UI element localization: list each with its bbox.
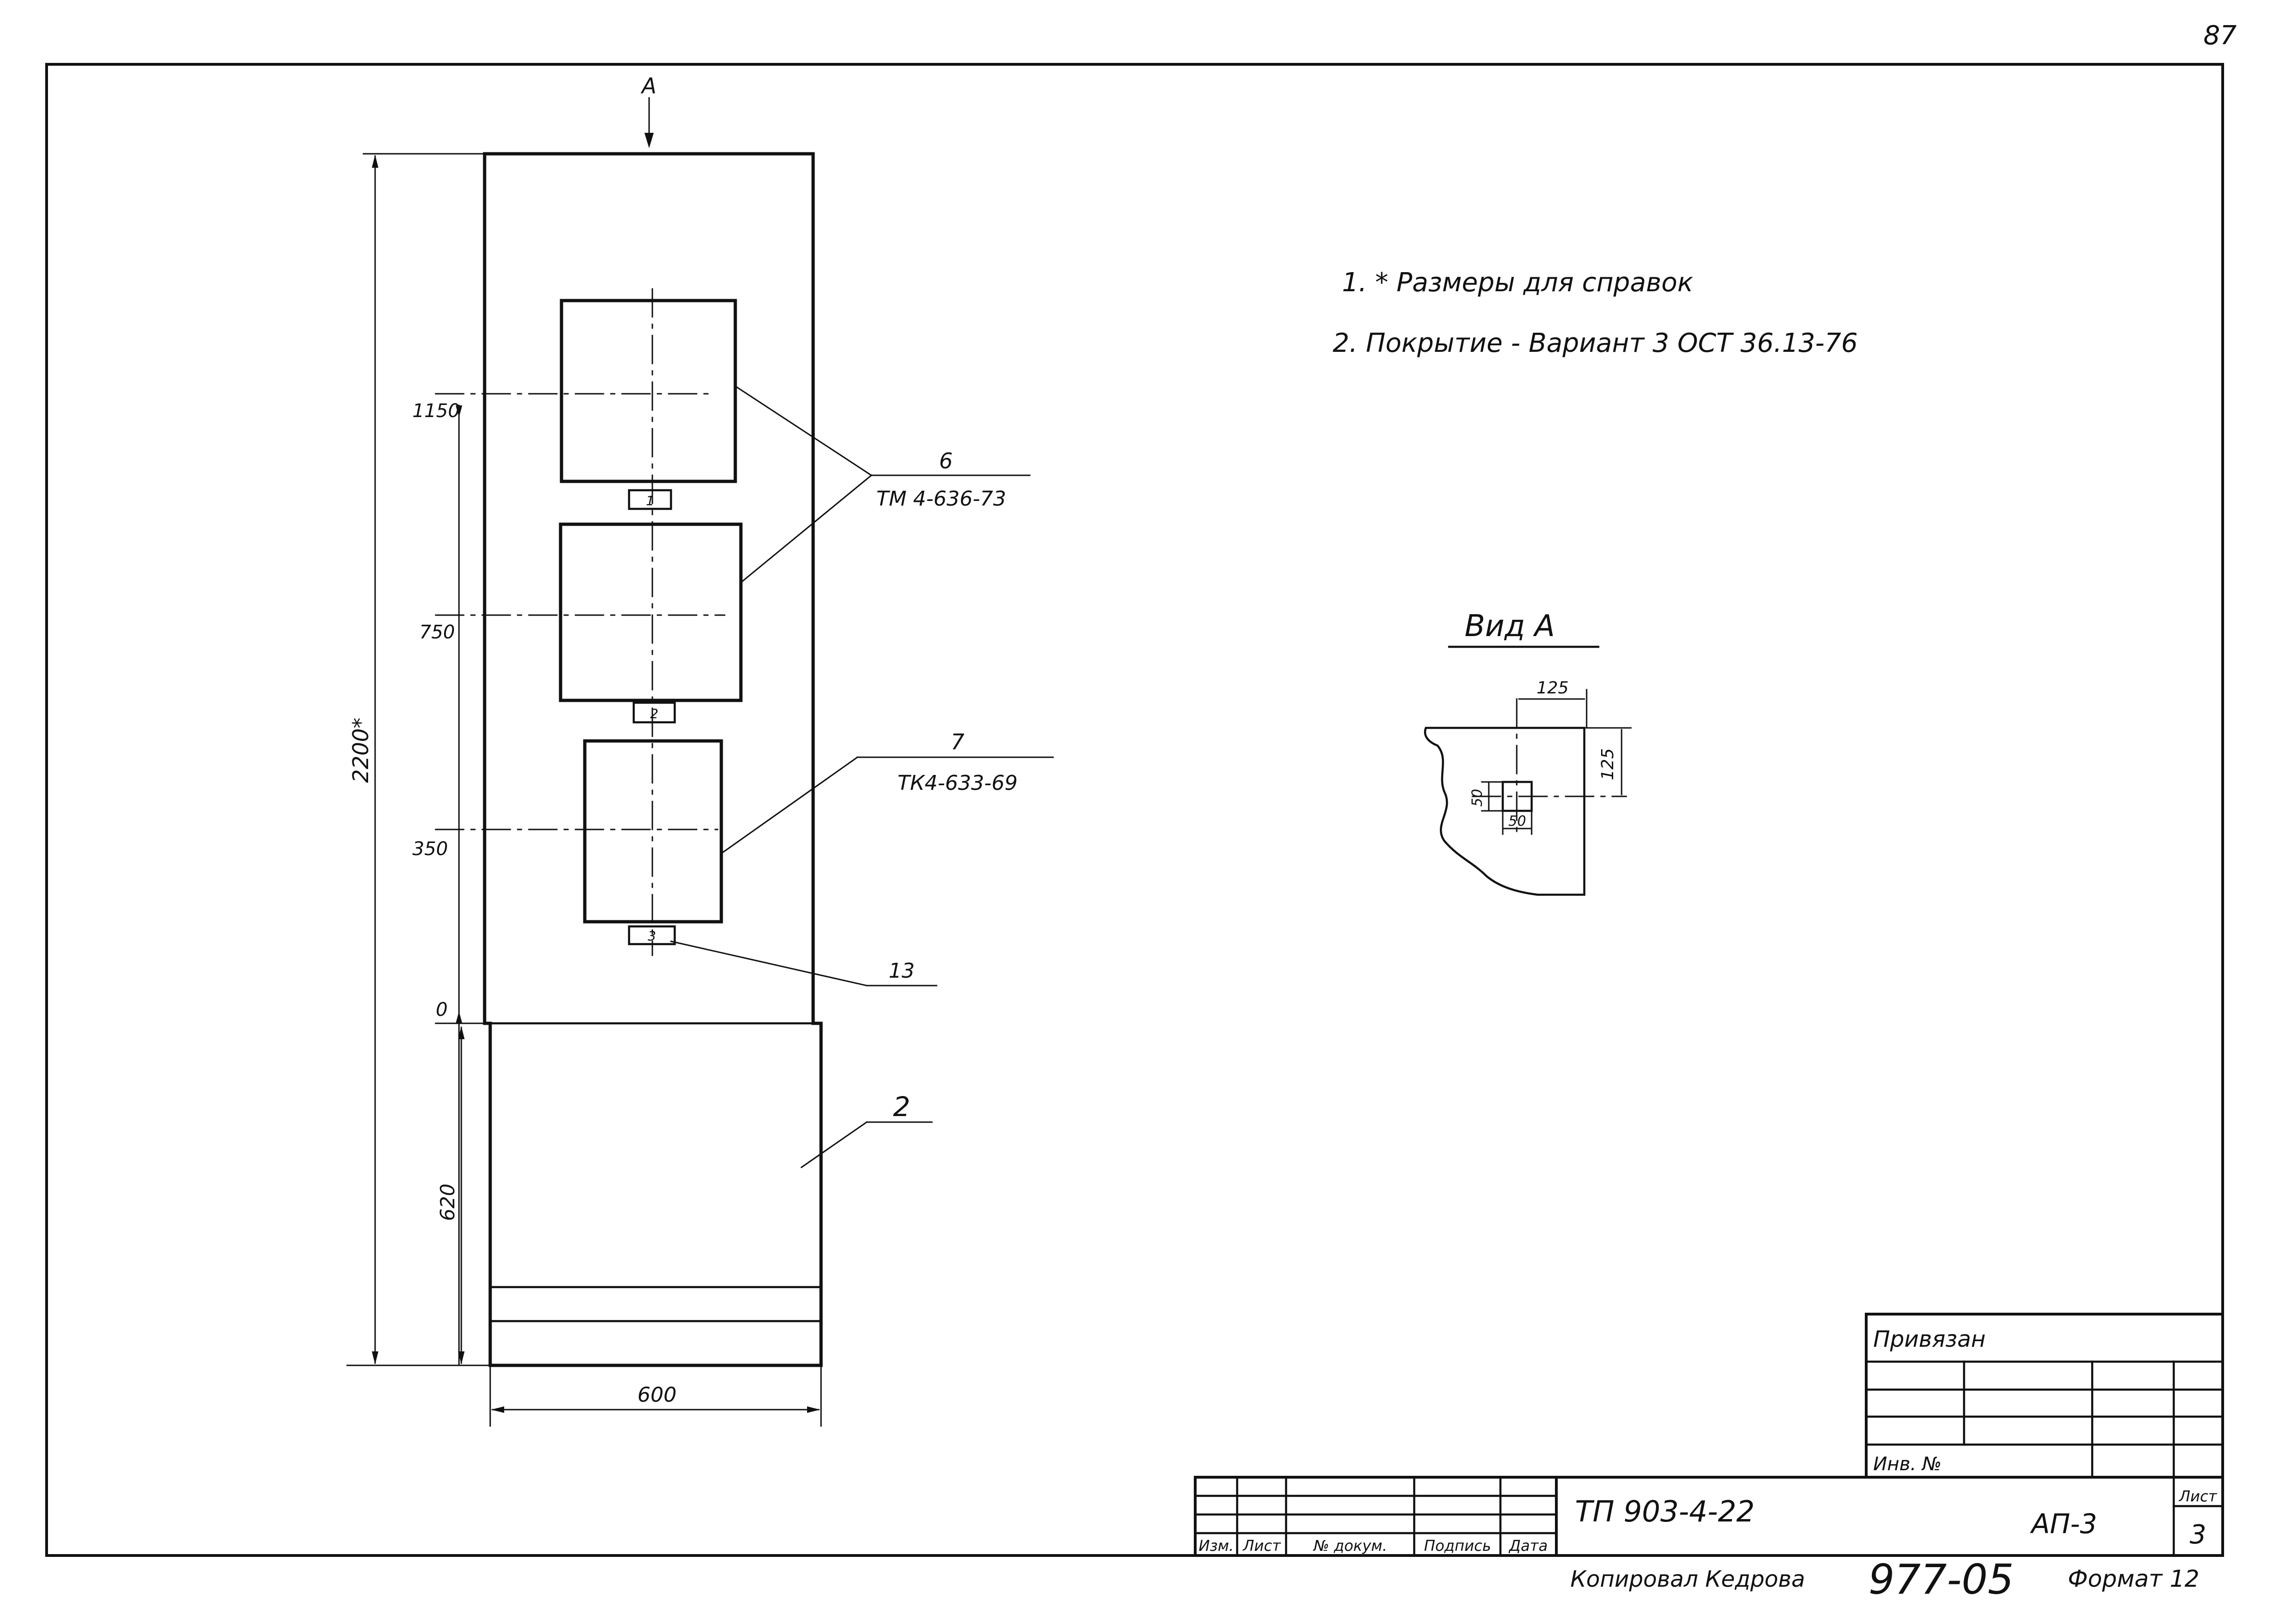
callout-7-number: 7: [951, 729, 964, 754]
sheet-label: Лист: [2178, 1487, 2217, 1505]
view-a-top-dim-label: 125: [1537, 678, 1569, 698]
inventory-label: Инв. №: [1873, 1453, 1942, 1475]
cabinet-front-view: А 1 2 3 1150 750 350 0: [346, 73, 823, 1427]
total-height-arrow-top: [372, 155, 378, 168]
leader-6-a: [735, 385, 873, 477]
notes: 1. * Размеры для справок 2. Покрытие - В…: [1333, 267, 1858, 358]
callouts: 6 ТМ 4-636-73 7 ТК4-633-69 13 2: [670, 385, 1054, 1169]
note-2: 2. Покрытие - Вариант 3 ОСТ 36.13-76: [1333, 328, 1858, 358]
leader-6-b: [739, 474, 873, 584]
width-arrow-left: [491, 1406, 504, 1413]
order-number: 977-05: [1869, 1555, 2014, 1603]
elevation-label-0: 0: [436, 999, 447, 1021]
view-arrow-head: [644, 133, 654, 148]
device-box-2: [559, 522, 743, 702]
title-block-frame: [1194, 1476, 2224, 1557]
linking-block: Привязан Инв. №: [1865, 1313, 2224, 1479]
linked-label: Привязан: [1873, 1326, 1985, 1352]
copied-by: Копировал Кедрова: [1570, 1566, 1805, 1592]
leader-7: [721, 756, 859, 854]
device-label-plate-1: [628, 489, 672, 510]
callout-13-number: 13: [889, 959, 915, 983]
header-change: Изм.: [1198, 1537, 1233, 1555]
lower-height-arrow-top: [458, 1026, 465, 1039]
leader-13: [670, 940, 868, 987]
header-document: № докум.: [1313, 1537, 1387, 1555]
elevation-label-350: 350: [412, 838, 448, 860]
total-height-label: 2200*: [348, 718, 373, 783]
elevation-arrow-0: [456, 1011, 462, 1023]
device-box-3: [583, 739, 723, 924]
elevation-label-1150: 1150: [412, 400, 460, 422]
view-a-title: Вид А: [1465, 609, 1555, 644]
sheet-number: 3: [2190, 1520, 2206, 1550]
header-sheet: Лист: [1242, 1537, 1281, 1555]
device-mark-1: 1: [646, 493, 654, 508]
lower-height-label: 620: [436, 1184, 459, 1221]
view-a: Вид А 125 125 50 50: [1424, 609, 1632, 896]
view-a-right-dim-label: 125: [1598, 748, 1617, 781]
view-a-panel: [1424, 726, 1586, 896]
title-block: Изм. Лист № докум. Подпись Дата ТП 903-4…: [1194, 1476, 2224, 1557]
view-arrow-label: А: [640, 73, 656, 98]
device-mark-2: 2: [650, 706, 658, 721]
device-mark-3: 3: [648, 928, 656, 944]
device-label-plate-3: [628, 925, 676, 946]
format-label: Формат 12: [2068, 1565, 2199, 1592]
device-box-1: [560, 299, 737, 483]
callout-6-number: 6: [939, 448, 952, 473]
device-label-plate-2: [632, 701, 676, 724]
footer: Копировал Кедрова 977-05 Формат 12: [1570, 1555, 2199, 1603]
header-date: Дата: [1508, 1537, 1548, 1555]
lower-height-arrow-bottom: [458, 1351, 465, 1364]
elevation-arrow-1150: [456, 405, 462, 418]
elevation-label-750: 750: [419, 622, 455, 643]
view-a-hole-height-label: 50: [1469, 789, 1486, 807]
page-number: 87: [2204, 21, 2237, 51]
width-label: 600: [637, 1383, 677, 1407]
width-arrow-right: [807, 1406, 820, 1413]
drawing-mark: АП-3: [2029, 1508, 2097, 1540]
total-height-arrow-bottom: [372, 1351, 378, 1364]
note-1: 1. * Размеры для справок: [1342, 267, 1693, 298]
view-a-hole-width-label: 50: [1508, 813, 1526, 829]
callout-2-number: 2: [893, 1091, 911, 1123]
callout-6-designation: ТМ 4-636-73: [876, 487, 1006, 511]
header-signature: Подпись: [1424, 1537, 1491, 1555]
document-code: ТП 903-4-22: [1575, 1494, 1755, 1528]
leader-2: [800, 1121, 868, 1169]
drawing-frame: [45, 63, 2224, 1557]
callout-7-designation: ТК4-633-69: [897, 771, 1018, 795]
